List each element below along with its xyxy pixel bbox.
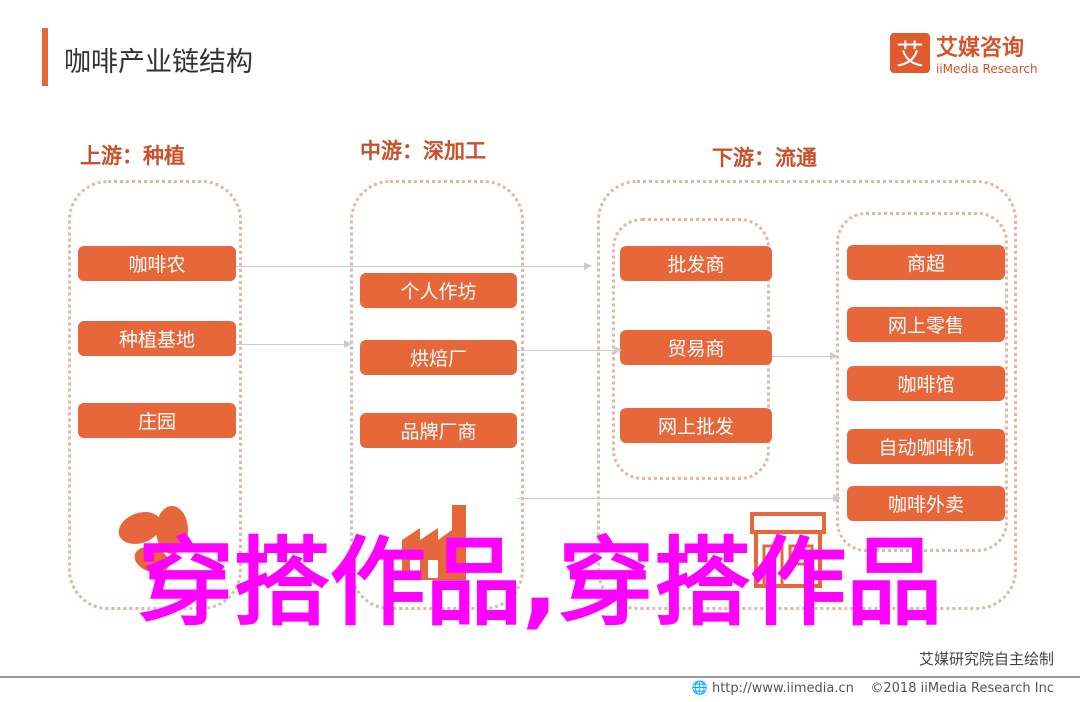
upstream-item: 咖啡农 (78, 246, 236, 281)
title-accent-bar (42, 28, 48, 86)
downstream-retail-box (836, 212, 1008, 552)
source-note: 艾媒研究院自主绘制 (918, 650, 1054, 668)
wholesale-item: 批发商 (620, 246, 772, 281)
upstream-item: 庄园 (78, 403, 236, 438)
retail-item: 商超 (847, 245, 1005, 280)
upstream-box (68, 180, 242, 610)
flow-arrow (236, 262, 592, 270)
flow-arrow (517, 494, 841, 502)
logo-cn: 艾媒咨询 (936, 36, 1025, 61)
retail-item: 网上零售 (847, 307, 1005, 342)
retail-item: 咖啡外卖 (847, 486, 1005, 521)
flow-arrow (236, 340, 352, 348)
footer-divider (0, 676, 1080, 678)
retail-item: 咖啡馆 (847, 366, 1005, 401)
downstream-heading: 下游：流通 (712, 146, 817, 170)
wholesale-item: 网上批发 (620, 408, 772, 443)
flow-arrow (517, 346, 622, 354)
footer-copyright: ©2018 iiMedia Research Inc (870, 681, 1054, 696)
midstream-item: 个人作坊 (360, 273, 517, 308)
footer: 🌐 http://www.iimedia.cn ©2018 iiMedia Re… (692, 681, 1054, 696)
upstream-item: 种植基地 (78, 321, 236, 356)
midstream-item: 品牌厂商 (360, 413, 517, 448)
downstream-box (597, 180, 1017, 610)
midstream-item: 烘焙厂 (360, 340, 517, 375)
midstream-heading: 中游：深加工 (360, 139, 486, 163)
factory-icon (402, 505, 466, 580)
store-icon (750, 512, 826, 588)
logo-en: iiMedia Research (936, 62, 1038, 76)
upstream-heading: 上游：种植 (80, 144, 185, 168)
coffee-beans-icon (118, 506, 188, 573)
globe-icon: 🌐 (691, 681, 712, 696)
logo-mark: 艾 (890, 33, 930, 73)
footer-url[interactable]: http://www.iimedia.cn (711, 681, 854, 696)
flow-arrow (772, 352, 838, 360)
retail-item: 自动咖啡机 (847, 429, 1005, 464)
page-title: 咖啡产业链结构 (64, 47, 253, 78)
wholesale-item: 贸易商 (620, 330, 772, 365)
midstream-box (350, 180, 524, 610)
